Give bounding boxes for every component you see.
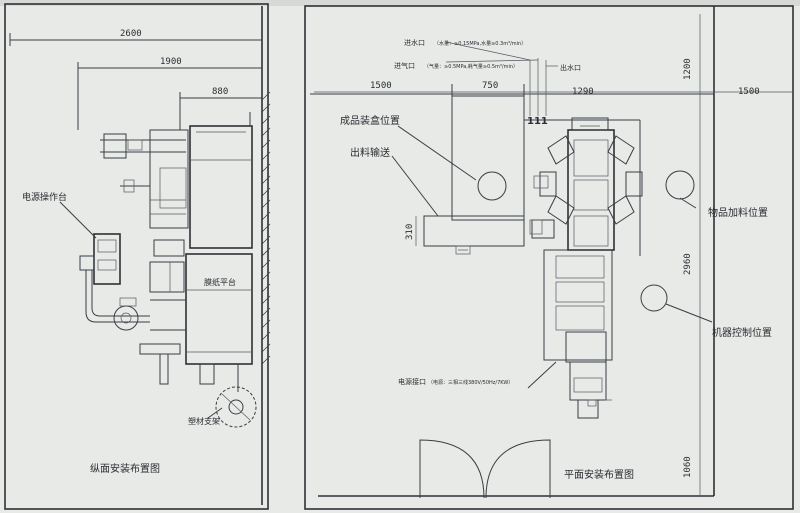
dim-2600: 2600 <box>120 29 142 39</box>
dim-1200: 1200 <box>683 58 693 80</box>
dim-1500-left: 1500 <box>370 81 392 91</box>
loading-position-label: 物品加料位置 <box>708 206 768 219</box>
packing-position-circle <box>477 171 507 201</box>
film-holder-circle <box>215 386 257 428</box>
film-holder-label: 塑材支架 <box>188 416 220 426</box>
power-port-spec: （电源：三相三线380V/50Hz/7KW） <box>428 379 513 386</box>
power-port-label: 电源接口 <box>398 377 426 386</box>
control-box-label: 电源操作台 <box>22 191 67 203</box>
film-carrier-label: 膜纸平台 <box>204 277 236 287</box>
discharge-conveyor-label: 出料输送 <box>350 146 390 159</box>
door-right <box>485 439 551 499</box>
dim-1060: 1060 <box>683 456 693 478</box>
side-view-sheet: 2600 1900 880 <box>4 3 271 510</box>
lower-cabinet <box>185 253 253 365</box>
discharge-conveyor <box>423 215 525 247</box>
loading-position-circle <box>665 170 695 200</box>
water-inlet-spec: （水量：≥0.15MPa,水量≥0.3m³/min） <box>434 40 526 47</box>
inlet-marks: 111 <box>527 116 548 127</box>
plan-view-title: 平面安装布置图 <box>564 468 634 481</box>
dim-2960: 2960 <box>683 253 693 275</box>
dim-1500-right: 1500 <box>738 87 760 97</box>
dim-750: 750 <box>482 81 498 91</box>
dim-1900: 1900 <box>160 57 182 67</box>
dim-880: 880 <box>212 87 228 97</box>
rotary-machine <box>529 117 643 251</box>
packing-area <box>451 95 525 221</box>
water-outlet-label: 出水口 <box>560 63 581 72</box>
air-inlet-label: 进气口 <box>394 61 415 70</box>
door-left <box>419 439 485 499</box>
upper-cabinet <box>189 125 253 249</box>
side-view-title: 纵面安装布置图 <box>90 462 160 475</box>
plan-view-sheet: 1500 750 1290 1500 1200 2960 1060 310 <box>304 5 794 510</box>
air-inlet-spec: （气量：≥0.5MPa,耗气量≥0.5m³/min） <box>424 63 518 70</box>
dim-310: 310 <box>405 224 415 240</box>
control-position-label: 机器控制位置 <box>712 326 772 339</box>
conveyor-machine <box>543 249 613 419</box>
control-position-circle <box>640 284 668 312</box>
water-inlet-label: 进水口 <box>404 38 425 47</box>
dim-1290: 1290 <box>572 87 594 97</box>
packing-position-label: 成品装盒位置 <box>340 114 400 127</box>
